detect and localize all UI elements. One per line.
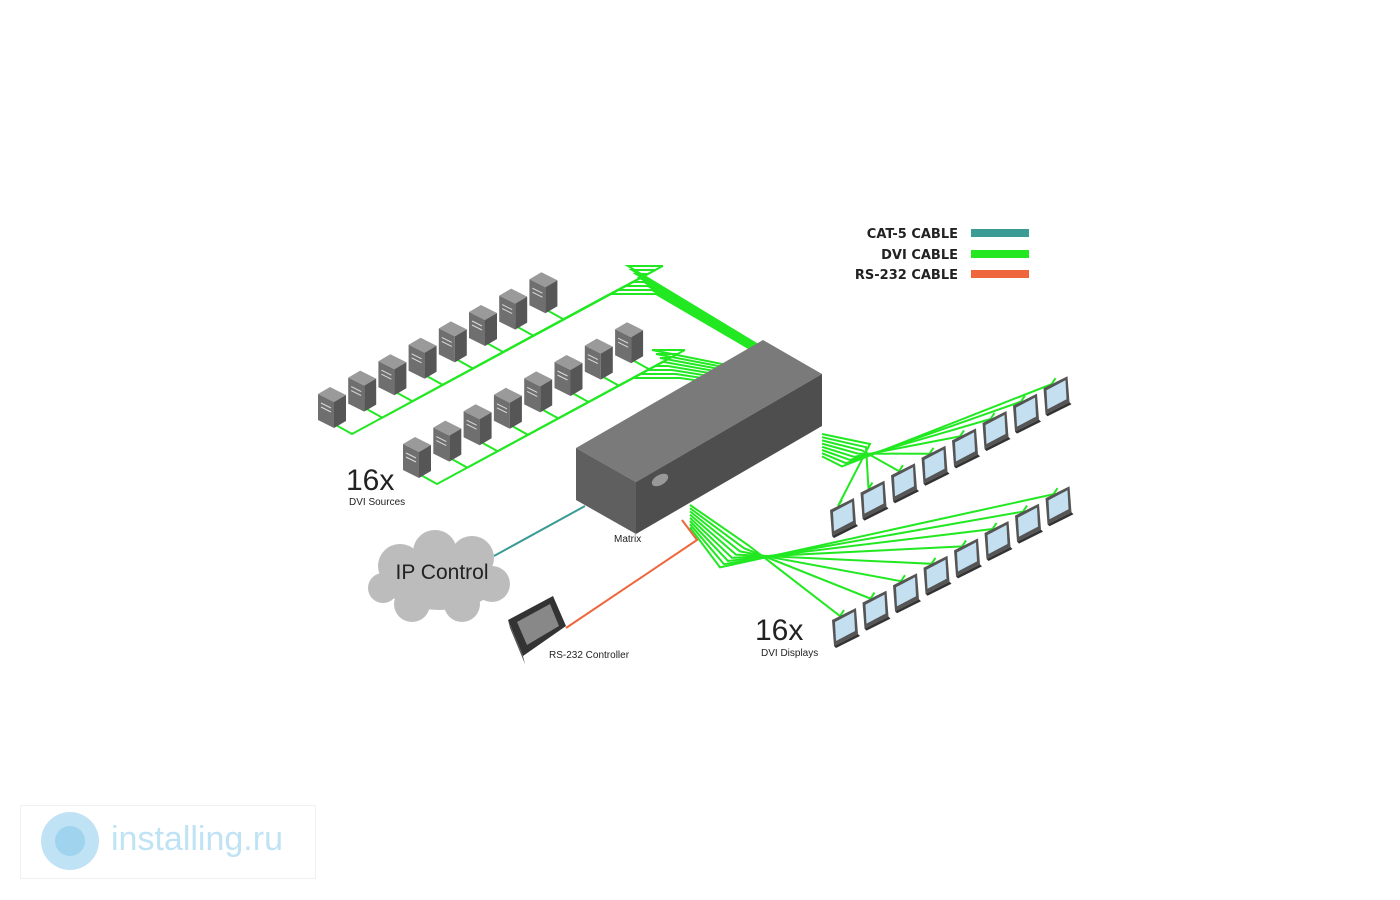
matrix-switch: [576, 340, 822, 534]
dvi-source-cable: [484, 285, 776, 362]
dvi-display-cable: [689, 505, 1028, 566]
installing-logo-icon: [41, 812, 99, 870]
computer-icon: [318, 387, 346, 428]
dvi-display-cable: [689, 510, 906, 583]
computer-icon: [463, 404, 492, 446]
computer-icon: [554, 355, 583, 396]
dvi-display-cable: [689, 487, 1059, 569]
dvi-display-cable: [689, 520, 998, 563]
legend-rs232-label: RS-232 CABLE: [855, 268, 958, 283]
sources-count: 16x: [346, 464, 394, 497]
dvi-display-cable: [689, 513, 937, 565]
dvi-source-cable: [539, 365, 775, 420]
dvi-source-cable: [393, 273, 767, 403]
matrix-logo-icon: [651, 473, 669, 487]
dvi-display-cable: [821, 433, 872, 507]
dvi-display-cable: [689, 507, 876, 600]
computer-icon: [524, 371, 553, 413]
displays-caption: DVI Displays: [761, 648, 818, 659]
dvi-display-cable: [821, 377, 1057, 468]
display-icon: [982, 411, 1011, 451]
legend-dvi-label: DVI CABLE: [881, 248, 958, 263]
dvi-display-cable: [821, 395, 1026, 465]
display-icon: [954, 538, 982, 579]
dvi-source-cable: [363, 269, 764, 419]
computer-icon: [615, 322, 644, 364]
display-icon: [1015, 503, 1043, 544]
dvi-display-cable: [821, 436, 874, 492]
dvi-display-cable: [821, 429, 965, 458]
dvi-source-cable: [454, 281, 773, 370]
dvi-display-cable: [689, 517, 967, 559]
display-icon: [952, 428, 980, 469]
computer-icon: [348, 370, 377, 412]
display-icon: [891, 463, 919, 504]
computer-icon: [529, 272, 558, 314]
display-icon: [830, 498, 858, 538]
display-icon: [984, 521, 1013, 561]
matrix-caption: Matrix: [614, 534, 641, 545]
computer-icon: [584, 338, 613, 380]
cat5-cable-line: [493, 505, 586, 557]
computer-icon: [499, 288, 528, 330]
display-icon: [1013, 393, 1041, 434]
watermark: installing.ru: [20, 805, 316, 879]
ip-control-cloud: IP Control: [368, 530, 510, 622]
computer-icon: [408, 337, 437, 379]
computer-icon: [378, 354, 407, 396]
displays-count: 16x: [755, 614, 803, 647]
dvi-display-cable: [821, 439, 904, 473]
dvi-sources-group: [318, 272, 644, 478]
display-icon: [921, 445, 950, 486]
display-icon: [832, 608, 860, 648]
dvi-source-cable: [544, 293, 782, 368]
legend-cat5-label: CAT-5 CABLE: [867, 227, 958, 242]
dvi-source-cable: [333, 265, 761, 436]
dvi-display-cable: [821, 442, 935, 455]
sources-caption: DVI Sources: [349, 497, 405, 508]
dvi-source-cable: [479, 357, 769, 453]
dvi-source-cable: [424, 277, 770, 386]
computer-icon: [438, 321, 467, 363]
watermark-text: installing.ru: [111, 820, 283, 858]
computer-icon: [469, 305, 497, 346]
display-icon: [860, 480, 889, 521]
rs232-controller: RS-232 Controller: [508, 596, 630, 664]
display-icon: [893, 573, 921, 614]
dvi-displays-group: [830, 376, 1074, 648]
dvi-display-cable: [821, 412, 996, 462]
legend: CAT-5 CABLE DVI CABLE RS-232 CABLE: [855, 227, 1029, 283]
dvi-display-cable: [689, 504, 845, 618]
computer-icon: [403, 437, 431, 478]
legend-dvi-swatch: [971, 250, 1029, 258]
computer-icon: [433, 420, 462, 462]
dvi-source-cable: [418, 349, 763, 486]
dvi-source-cable: [448, 353, 766, 469]
ip-control-label: IP Control: [396, 561, 489, 584]
rs232-cable-line: [565, 519, 699, 629]
dvi-source-cable: [509, 361, 772, 436]
display-icon: [1045, 486, 1074, 527]
legend-rs232-swatch: [971, 270, 1029, 278]
computer-icon: [493, 387, 522, 429]
display-icon: [1043, 376, 1072, 417]
display-icon: [923, 555, 952, 596]
legend-cat5-swatch: [971, 229, 1029, 237]
dvi-source-cable: [514, 289, 779, 365]
controller-caption: RS-232 Controller: [549, 650, 630, 661]
display-icon: [862, 590, 891, 631]
